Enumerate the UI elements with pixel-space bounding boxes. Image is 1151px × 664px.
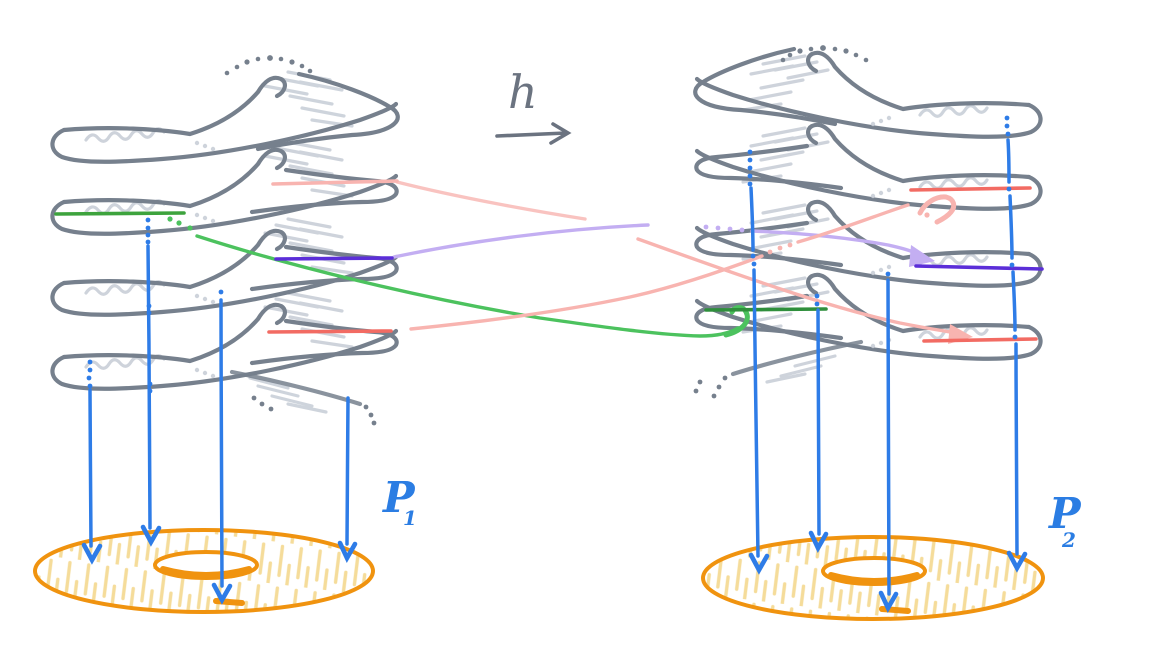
right-spiral — [693, 46, 1043, 377]
right-spiral-dots — [693, 45, 869, 399]
left-spiral-dots — [224, 55, 377, 426]
purple-arrowhead — [909, 245, 935, 267]
map-label: h — [508, 65, 538, 119]
left-annulus — [33, 528, 375, 614]
right-bottom-red-chord — [922, 337, 1038, 343]
right-annulus-hatch-fill — [703, 537, 1043, 619]
right-projection-label: P 2 — [1048, 489, 1082, 552]
left-spiral-band-dots — [194, 140, 216, 379]
left-annulus-hole-shadow — [160, 566, 252, 578]
left-spiral-surface-hatching — [84, 70, 354, 414]
right-annulus-outline — [701, 535, 1045, 621]
right-projection-p: P — [1048, 489, 1082, 538]
right-projection-sub: 2 — [1061, 528, 1076, 552]
right-top-red-chord — [909, 186, 1032, 192]
left-spiral — [50, 71, 400, 407]
purple-arrow-dots — [703, 224, 745, 233]
right-spiral-band-dots — [870, 115, 892, 349]
right-purple-chord — [914, 264, 1044, 271]
green-chord-dots — [167, 216, 193, 231]
pink-arrow-dots — [767, 212, 930, 255]
right-annulus-base-mark — [879, 606, 911, 614]
right-green-chord — [704, 307, 828, 312]
left-projection-label: P 1 — [382, 473, 417, 530]
left-projection-p: P — [382, 473, 416, 522]
right-annulus — [701, 535, 1045, 621]
right-fiber-lines — [748, 138, 1028, 613]
left-red-chord — [267, 329, 393, 334]
map-arrow — [495, 122, 572, 145]
left-purple-chord — [274, 256, 394, 261]
left-annulus-hatch-fill — [35, 530, 373, 612]
right-fiber-dots — [747, 115, 1018, 340]
pink-arrow-bottom-to-top — [409, 194, 957, 331]
left-projection-sub: 1 — [403, 506, 417, 530]
left-pink-chord — [271, 179, 399, 186]
pink-arrow-top-to-bottom — [395, 180, 958, 335]
map-label-group: h — [495, 65, 572, 145]
purple-arrow — [392, 223, 920, 259]
left-annulus-base-mark — [213, 598, 245, 606]
left-fiber-dots — [86, 217, 224, 394]
left-annulus-outline — [33, 528, 375, 614]
right-spiral-surface-hatching — [741, 54, 989, 384]
right-annulus-hole-shadow — [828, 572, 920, 584]
left-green-chord — [54, 211, 186, 216]
